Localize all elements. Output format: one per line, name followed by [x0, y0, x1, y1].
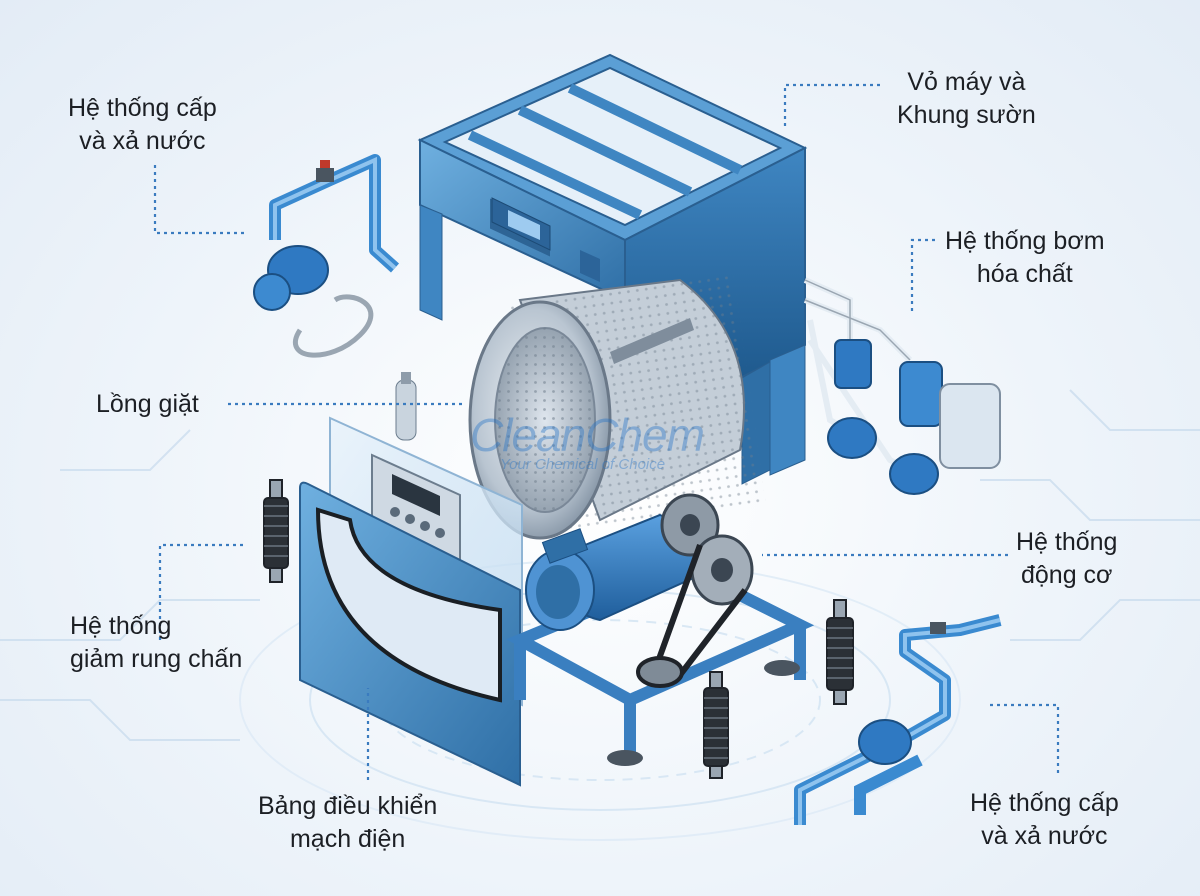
leader-water-left: [153, 165, 248, 235]
label-damping: Hệ thống giảm rung chấn: [70, 612, 243, 673]
leader-water-right: [990, 703, 1060, 775]
shock-absorbers: [263, 479, 854, 779]
label-drum: Lồng giặt: [96, 390, 199, 418]
chemical-pump-system: [803, 277, 1001, 495]
washing-drum: [468, 274, 766, 540]
motor-assembly: [506, 493, 815, 766]
front-door-panel: [299, 481, 521, 787]
water-supply-left: [253, 154, 400, 358]
label-frame: Vỏ máy và Khung sườn: [897, 68, 1036, 129]
leader-lines: [153, 83, 1060, 780]
label-control-panel: Bảng điều khiển mạch điện: [258, 792, 438, 853]
leader-chemical: [910, 238, 935, 313]
label-motor: Hệ thống động cơ: [1016, 528, 1118, 589]
leader-frame: [783, 83, 880, 128]
label-chemical-pump: Hệ thống bơm hóa chất: [945, 227, 1105, 288]
water-supply-right: [794, 614, 1002, 825]
label-water-supply-left: Hệ thống cấp và xả nước: [68, 94, 217, 155]
label-water-supply-right: Hệ thống cấp và xả nước: [970, 789, 1119, 850]
